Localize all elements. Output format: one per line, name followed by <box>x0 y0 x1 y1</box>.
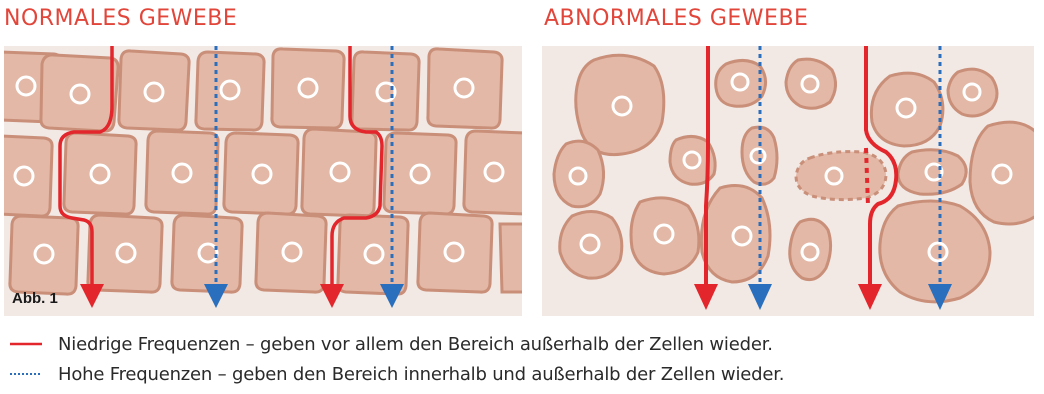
cell <box>631 198 699 274</box>
cell <box>560 211 622 278</box>
cell <box>418 213 492 292</box>
figure-label: Abb. 1 <box>12 290 58 307</box>
solid-red-line-icon <box>8 339 44 349</box>
cell <box>256 213 326 292</box>
cell <box>338 215 408 294</box>
cell <box>970 122 1034 224</box>
cell <box>790 219 831 279</box>
cell <box>302 129 376 216</box>
cell <box>41 55 118 131</box>
legend-low-frequency-text: Niedrige Frequenzen – geben vor allem de… <box>58 334 773 355</box>
legend-high-frequency: Hohe Frequenzen – geben den Bereich inne… <box>8 360 1038 388</box>
cell <box>172 215 242 292</box>
cell <box>464 131 522 214</box>
cell <box>786 59 836 108</box>
cell <box>898 150 966 195</box>
abnormal-tissue-title: ABNORMALES GEWEBE <box>544 6 808 31</box>
cell <box>10 216 78 294</box>
cell <box>948 69 997 116</box>
cell <box>500 224 522 292</box>
cell <box>272 49 344 128</box>
normal-tissue-title: NORMALES GEWEBE <box>4 6 237 31</box>
cell <box>196 52 264 130</box>
normal-tissue-diagram <box>4 46 522 316</box>
cell <box>554 141 604 207</box>
cell <box>428 49 502 128</box>
cell <box>871 73 943 146</box>
abnormal-tissue-diagram <box>542 46 1034 316</box>
cell <box>576 55 664 154</box>
legend-high-frequency-text: Hohe Frequenzen – geben den Bereich inne… <box>58 364 784 385</box>
cell <box>64 133 136 214</box>
legend-low-frequency: Niedrige Frequenzen – geben vor allem de… <box>8 330 1038 358</box>
cell <box>716 60 766 106</box>
cell <box>119 51 189 130</box>
cell <box>352 52 419 130</box>
cell <box>146 131 218 214</box>
dotted-blue-line-icon <box>8 369 44 379</box>
cell <box>224 133 298 214</box>
cell <box>4 136 52 216</box>
cell <box>384 133 456 214</box>
cell <box>88 215 162 292</box>
low-frequency-path <box>706 46 708 290</box>
